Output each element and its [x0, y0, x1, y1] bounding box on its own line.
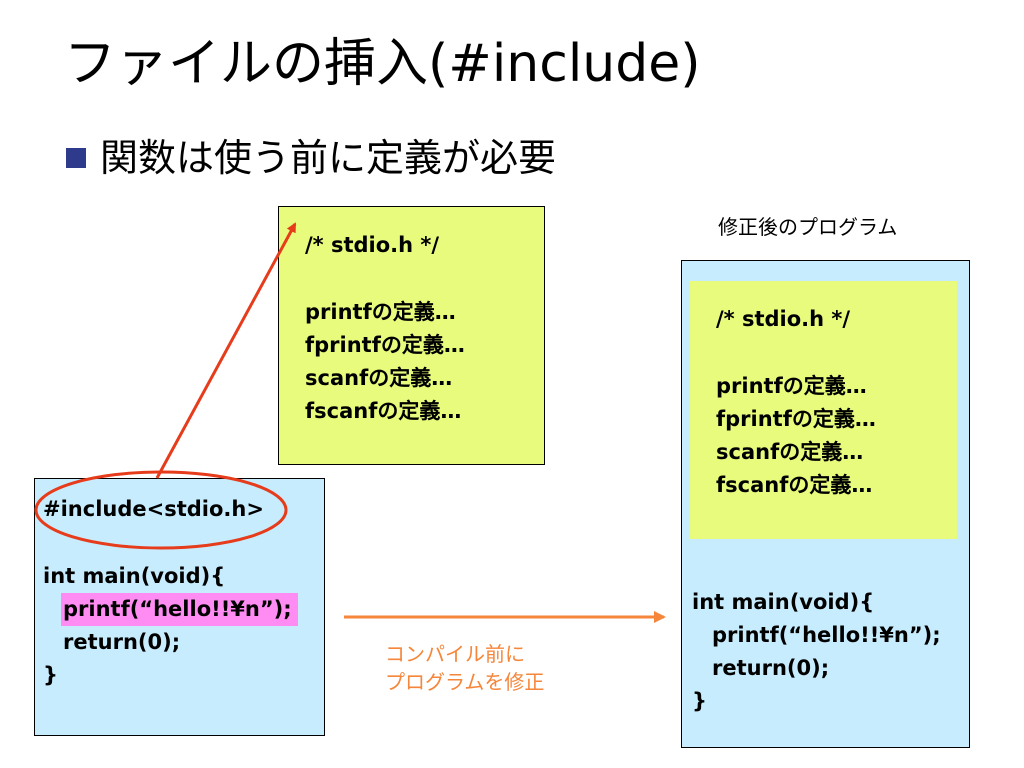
- square-bullet-icon: [66, 148, 86, 168]
- result-main-line: int main(void){: [692, 590, 875, 614]
- printf-line-highlight: printf(“hello!!¥n”);: [61, 593, 298, 626]
- expanded-header-line: printfの定義…: [716, 374, 867, 398]
- compile-note-line: コンパイル前に: [385, 642, 525, 666]
- header-file-line: printfの定義…: [305, 300, 456, 324]
- expanded-header-box: /* stdio.h */ printfの定義… fprintfの定義… sca…: [690, 281, 957, 539]
- header-file-line: fscanfの定義…: [305, 399, 462, 423]
- result-printf-line: printf(“hello!!¥n”);: [712, 623, 941, 647]
- result-code: int main(void){ printf(“hello!!¥n”); ret…: [692, 586, 941, 718]
- expanded-header-line: fscanfの定義…: [716, 473, 873, 497]
- close-brace-line: }: [43, 663, 58, 687]
- expanded-header-line: fprintfの定義…: [716, 407, 876, 431]
- result-program-box: /* stdio.h */ printfの定義… fprintfの定義… sca…: [681, 260, 970, 748]
- compile-note: コンパイル前に プログラムを修正: [385, 640, 544, 696]
- include-highlight-ellipse: [34, 470, 288, 550]
- result-caption: 修正後のプログラム: [718, 215, 898, 239]
- header-file-line: scanfの定義…: [305, 366, 453, 390]
- compile-note-line: プログラムを修正: [385, 670, 545, 694]
- header-file-line: fprintfの定義…: [305, 333, 465, 357]
- header-file-box: /* stdio.h */ printfの定義… fprintfの定義… sca…: [278, 206, 545, 465]
- slide-title: ファイルの挿入(#include): [64, 34, 701, 94]
- bullet-text: 関数は使う前に定義が必要: [100, 136, 557, 180]
- bullet-point: 関数は使う前に定義が必要: [66, 130, 556, 186]
- include-line: #include<stdio.h>: [43, 497, 264, 521]
- main-line: int main(void){: [43, 564, 226, 588]
- expanded-header-line: /* stdio.h */: [716, 307, 851, 331]
- result-return-line: return(0);: [712, 656, 830, 680]
- return-line: return(0);: [63, 630, 181, 654]
- include-to-header-arrow: [155, 222, 297, 479]
- result-close-brace-line: }: [692, 689, 707, 713]
- header-file-line: /* stdio.h */: [305, 233, 440, 257]
- expanded-header-line: scanfの定義…: [716, 440, 864, 464]
- source-code-box: #include<stdio.h> int main(void){ printf…: [34, 478, 325, 736]
